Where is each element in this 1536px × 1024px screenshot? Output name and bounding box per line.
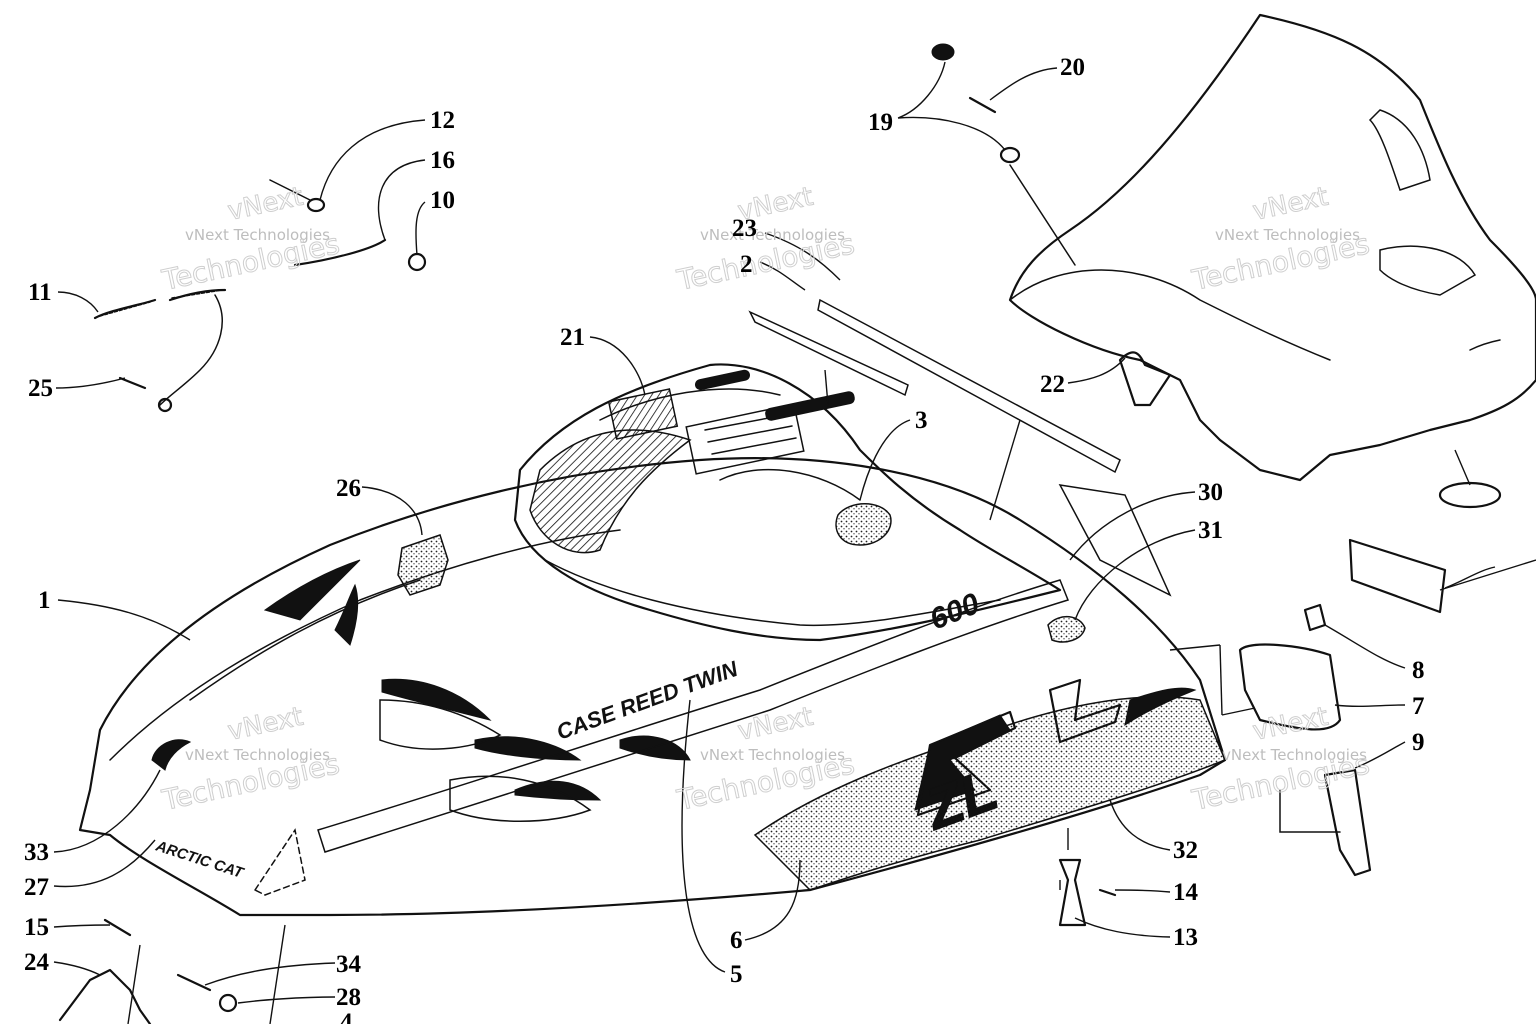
callout-21: 21 bbox=[560, 324, 585, 351]
watermark-text: vNext Technologies bbox=[700, 746, 845, 764]
callout-28: 28 bbox=[336, 984, 361, 1011]
callout-24: 24 bbox=[24, 949, 50, 976]
callout-34: 34 bbox=[336, 951, 362, 978]
callout-3: 3 bbox=[915, 407, 928, 434]
watermark-text: vNext bbox=[225, 702, 306, 747]
watermark-text: vNext Technologies bbox=[185, 226, 330, 244]
watermark-text: vNext Technologies bbox=[700, 226, 845, 244]
windshield bbox=[1008, 13, 1536, 509]
callout-20: 20 bbox=[1060, 54, 1085, 81]
watermark-text: vNext bbox=[735, 702, 816, 747]
callout-27: 27 bbox=[24, 874, 49, 901]
callout-31: 31 bbox=[1198, 517, 1223, 544]
callout-26: 26 bbox=[336, 475, 361, 502]
watermark-text: vNext Technologies bbox=[1215, 226, 1360, 244]
callout-13: 13 bbox=[1173, 924, 1198, 951]
hood-assembly: CASE REED TWIN 600 ZL ARCTIC CAT bbox=[78, 363, 1227, 917]
callout-16: 16 bbox=[430, 147, 455, 174]
callout-2: 2 bbox=[740, 251, 753, 278]
callout-12: 12 bbox=[430, 107, 455, 134]
callout-9: 9 bbox=[1412, 729, 1425, 756]
callout-4: 4 bbox=[340, 1009, 353, 1024]
callout-19: 19 bbox=[868, 109, 893, 136]
engine-decal-text: 600 bbox=[925, 587, 984, 636]
callout-14: 14 bbox=[1173, 879, 1199, 906]
watermark-text: vNext Technologies bbox=[185, 746, 330, 764]
small-parts bbox=[58, 43, 1536, 1024]
callout-25: 25 bbox=[28, 375, 53, 402]
callout-7: 7 bbox=[1412, 693, 1425, 720]
callout-32: 32 bbox=[1173, 837, 1198, 864]
callout-8: 8 bbox=[1412, 657, 1425, 684]
callout-leaders bbox=[53, 61, 1496, 1004]
callout-15: 15 bbox=[24, 914, 49, 941]
callout-23: 23 bbox=[732, 215, 757, 242]
callout-labels: 1 2 3 5 6 7 8 9 10 11 12 13 14 15 16 19 … bbox=[24, 54, 1425, 1024]
callout-30: 30 bbox=[1198, 479, 1223, 506]
callout-22: 22 bbox=[1040, 371, 1065, 398]
watermark-text: vNext bbox=[1250, 182, 1331, 227]
callout-1: 1 bbox=[38, 587, 51, 614]
watermark-text: vNext Technologies bbox=[1222, 746, 1367, 764]
callout-10: 10 bbox=[430, 187, 455, 214]
callout-33: 33 bbox=[24, 839, 49, 866]
callout-5: 5 bbox=[730, 961, 743, 988]
stripe-decal-text: CASE REED TWIN bbox=[553, 656, 742, 745]
callout-11: 11 bbox=[28, 279, 52, 306]
brand-decal-text: ARCTIC CAT bbox=[153, 837, 247, 882]
callout-6: 6 bbox=[730, 927, 743, 954]
watermark-text: vNext bbox=[1250, 702, 1331, 747]
watermark-text: vNext bbox=[225, 182, 306, 227]
